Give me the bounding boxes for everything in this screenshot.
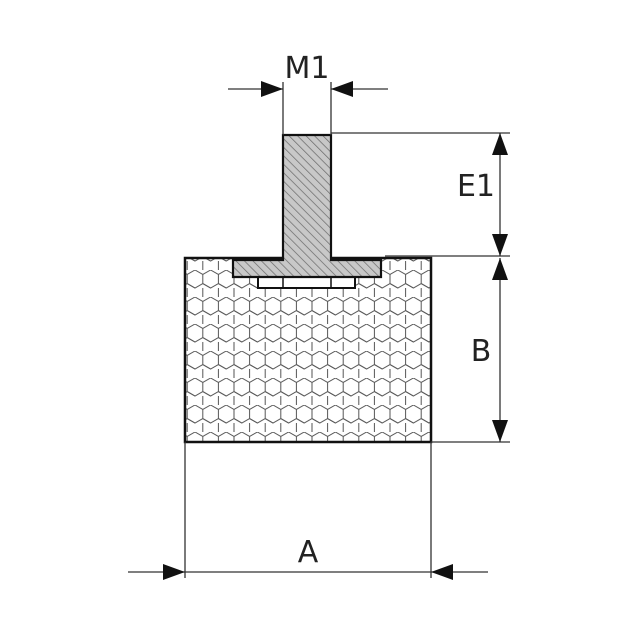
threaded-stud [231, 133, 383, 289]
label-m1: M1 [285, 51, 330, 86]
label-a: A [298, 535, 319, 570]
dimension-m1: M1 [228, 51, 388, 135]
dimension-e1: E1 [331, 132, 510, 257]
label-e1: E1 [457, 169, 495, 204]
dimension-a: A [128, 442, 488, 580]
label-b: B [471, 334, 492, 369]
dimension-b: B [431, 258, 510, 443]
